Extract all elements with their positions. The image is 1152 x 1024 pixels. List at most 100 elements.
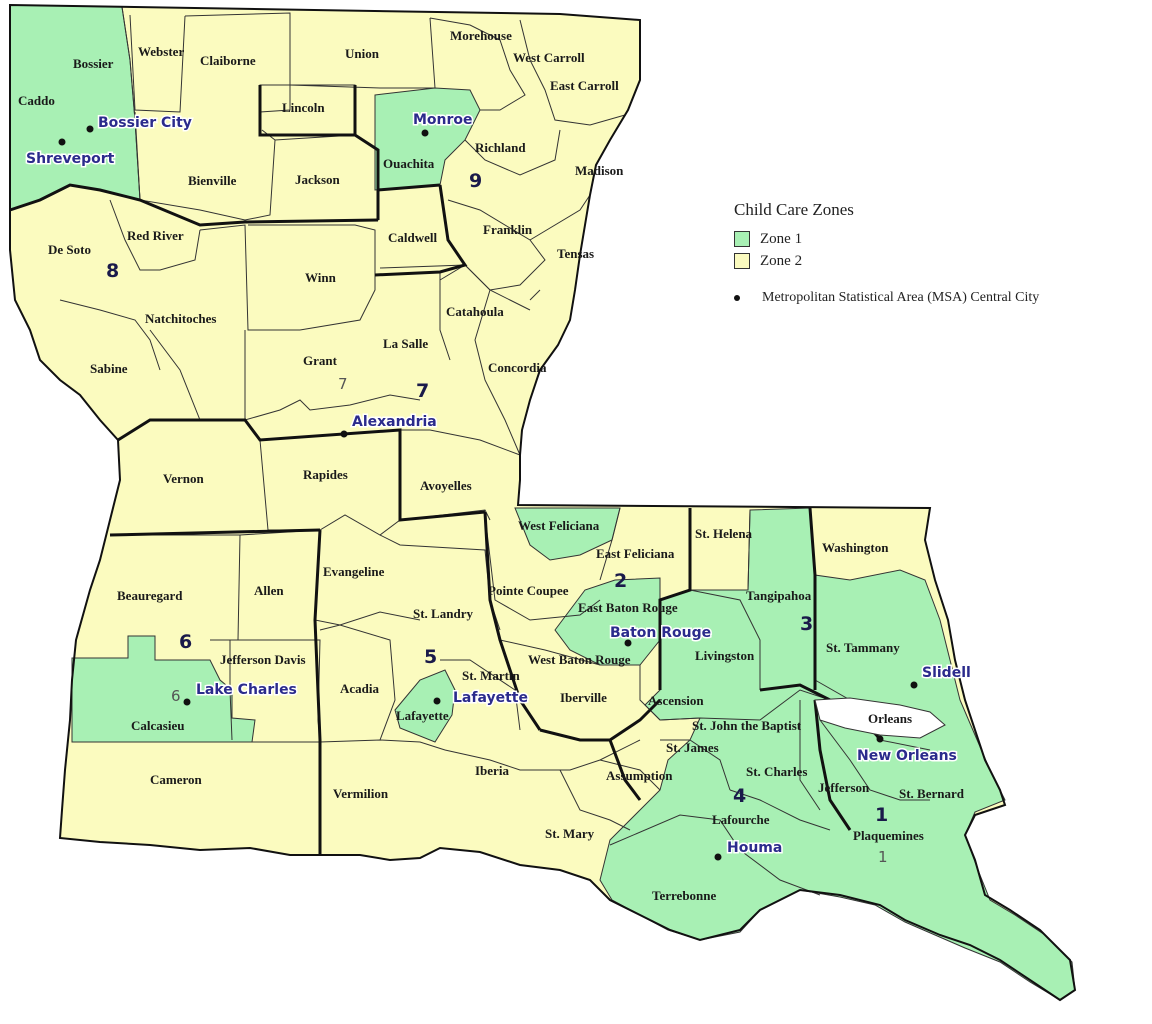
parish-label-pointe-coupee: Pointe Coupee [488,583,569,598]
parish-label-west-baton-rouge: West Baton Rouge [528,652,631,667]
parish-label-vernon: Vernon [163,471,204,486]
parish-label-avoyelles: Avoyelles [420,478,472,493]
msa-dots [58,125,918,861]
parish-label-lafourche: Lafourche [712,812,770,827]
parish-label-terrebonne: Terrebonne [652,888,717,903]
legend-msa-dot-icon [734,295,740,301]
legend-item-msa: Metropolitan Statistical Area (MSA) Cent… [734,290,1144,306]
parish-label-jefferson: Jefferson [818,780,870,795]
parish-label-bossier: Bossier [73,56,114,71]
city-label-shreveport: Shreveport [26,151,115,167]
parish-borders [9,6,931,896]
city-label-lake-charles: Lake Charles [196,682,297,698]
parish-label-east-baton-rouge: East Baton Rouge [578,600,678,615]
parish-label-franklin: Franklin [483,222,533,237]
region-numbers: 1 1 2 3 4 5 6 6 7 7 8 9 [106,170,888,866]
parish-label-ouachita: Ouachita [383,156,435,171]
parish-label-richland: Richland [475,140,526,155]
zone1-southeast [599,507,1076,1001]
region-number-4: 4 [733,785,746,807]
parish-label-bienville: Bienville [188,173,237,188]
state-border [9,3,1077,1002]
region-number-2: 2 [614,570,627,592]
parish-label-ascension: Ascension [648,693,704,708]
city-dot-lafayette [433,697,441,705]
parish-label-de-soto: De Soto [48,242,91,257]
parish-label-orleans: Orleans [868,711,912,726]
city-dot-new-orleans [876,735,884,743]
region-number-6: 6 [179,631,192,653]
parish-label-iberia: Iberia [475,763,509,778]
parish-label-claiborne: Claiborne [200,53,256,68]
parish-label-acadia: Acadia [340,681,380,696]
parish-label-beauregard: Beauregard [117,588,183,603]
region-number-7-small: 7 [338,375,348,393]
parish-label-rapides: Rapides [303,467,348,482]
parish-label-webster: Webster [138,44,184,59]
parish-label-union: Union [345,46,380,61]
legend-item-zone-2: Zone 2 [734,250,1144,272]
zone1-lafayette [394,669,456,743]
parish-label-natchitoches: Natchitoches [145,311,217,326]
city-labels: Bossier City Shreveport Monroe Alexandri… [25,111,973,858]
parish-label-st-john: St. John the Baptist [692,718,802,733]
parish-label-catahoula: Catahoula [446,304,504,319]
city-label-monroe: Monroe [413,112,473,128]
parish-label-tangipahoa: Tangipahoa [746,588,812,603]
parish-label-st-tammany: St. Tammany [826,640,900,655]
parish-label-allen: Allen [254,583,284,598]
parish-label-st-landry: St. Landry [413,606,473,621]
parish-label-lafayette: Lafayette [396,708,449,723]
parish-label-st-charles: St. Charles [746,764,807,779]
region-number-7: 7 [416,380,429,402]
parish-label-evangeline: Evangeline [323,564,385,579]
region-number-1-small: 1 [878,848,888,866]
parish-label-livingston: Livingston [695,648,755,663]
city-label-slidell: Slidell [922,665,971,681]
region-number-1: 1 [875,804,888,826]
parish-label-st-helena: St. Helena [695,526,753,541]
parish-label-west-feliciana: West Feliciana [518,518,600,533]
region-number-6-small: 6 [171,687,181,705]
parish-label-lincoln: Lincoln [282,100,325,115]
city-label-houma: Houma [727,840,782,856]
legend-item-zone-1: Zone 1 [734,228,1144,250]
parish-label-iberville: Iberville [560,690,607,705]
city-label-baton-rouge: Baton Rouge [610,625,711,641]
parish-label-jefferson-davis: Jefferson Davis [220,652,306,667]
city-dot-bossier-city [86,125,94,133]
parish-label-sabine: Sabine [90,361,128,376]
parish-label-madison: Madison [575,163,624,178]
parish-label-vermilion: Vermilion [333,786,389,801]
parish-label-la-salle: La Salle [383,336,428,351]
legend-swatch-zone-2 [734,253,750,269]
parish-label-cameron: Cameron [150,772,203,787]
parish-label-jackson: Jackson [295,172,341,187]
parish-label-caddo: Caddo [18,93,55,108]
parish-label-morehouse: Morehouse [450,28,512,43]
city-dot-slidell [910,681,918,689]
parish-label-concordia: Concordia [488,360,547,375]
parish-label-st-mary: St. Mary [545,826,595,841]
city-label-lafayette: Lafayette [453,690,528,706]
legend-swatch-zone-1 [734,231,750,247]
parish-label-tensas: Tensas [557,246,594,261]
city-label-alexandria: Alexandria [352,414,437,430]
region-number-3: 3 [800,613,813,635]
parish-labels: Caddo Bossier Webster Claiborne Union Mo… [18,28,965,903]
legend-label-zone-1: Zone 1 [760,230,803,247]
city-label-new-orleans: New Orleans [857,748,957,764]
parish-label-st-martin: St. Martin [462,668,521,683]
parish-label-calcasieu: Calcasieu [131,718,184,733]
parish-label-winn: Winn [305,270,337,285]
region-number-5: 5 [424,646,437,668]
parish-label-st-bernard: St. Bernard [899,786,965,801]
region-number-9: 9 [469,170,482,192]
legend-label-msa: Metropolitan Statistical Area (MSA) Cent… [762,290,1040,305]
city-dot-alexandria [340,430,348,438]
city-dot-monroe [421,129,429,137]
region-borders [9,85,882,855]
parish-label-grant: Grant [303,353,338,368]
legend-label-zone-2: Zone 2 [760,252,803,269]
